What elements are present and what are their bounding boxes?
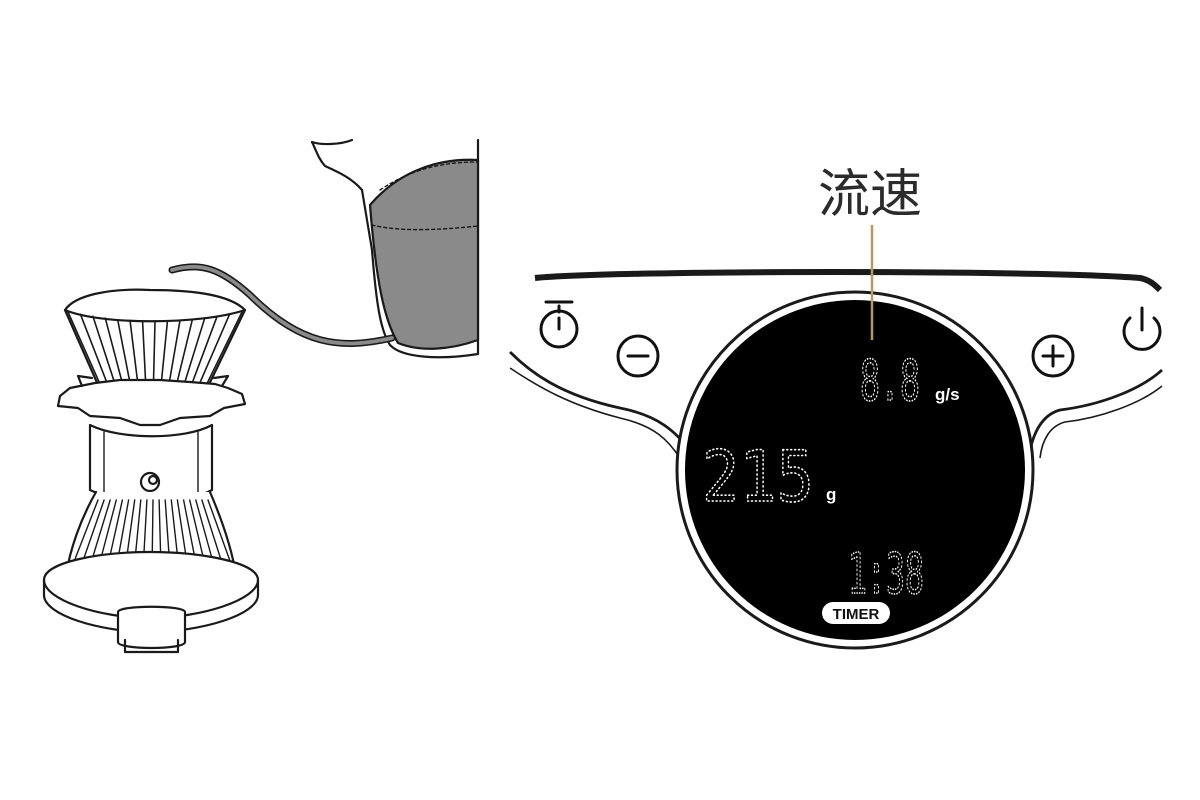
weight-value: 215: [702, 436, 814, 518]
pour-over-illustration: [42, 138, 480, 654]
minus-icon: [616, 334, 660, 378]
plus-icon: [1031, 334, 1075, 378]
plus-button[interactable]: [1031, 334, 1075, 378]
minus-button[interactable]: [616, 334, 660, 378]
weight-unit: g: [826, 485, 836, 504]
scale-illustration: 8.8 g/s 215 g 1:38 TIMER: [509, 225, 1163, 650]
timer-value: 1:38: [848, 542, 924, 607]
callout-label: 流速: [818, 165, 922, 225]
dripper-illustration: [56, 288, 247, 503]
timer-badge: TIMER: [822, 602, 890, 624]
lcd-display: [685, 300, 1025, 640]
flow-rate-value: 8.8: [860, 349, 920, 414]
timer-button[interactable]: [539, 300, 579, 349]
power-button[interactable]: [1122, 306, 1162, 351]
power-icon: [1122, 306, 1162, 351]
stopwatch-icon: [539, 300, 579, 349]
server-illustration: [42, 490, 260, 654]
flow-rate-unit: g/s: [935, 385, 960, 404]
kettle-illustration: [168, 138, 480, 359]
timer-badge-label: TIMER: [833, 606, 880, 623]
